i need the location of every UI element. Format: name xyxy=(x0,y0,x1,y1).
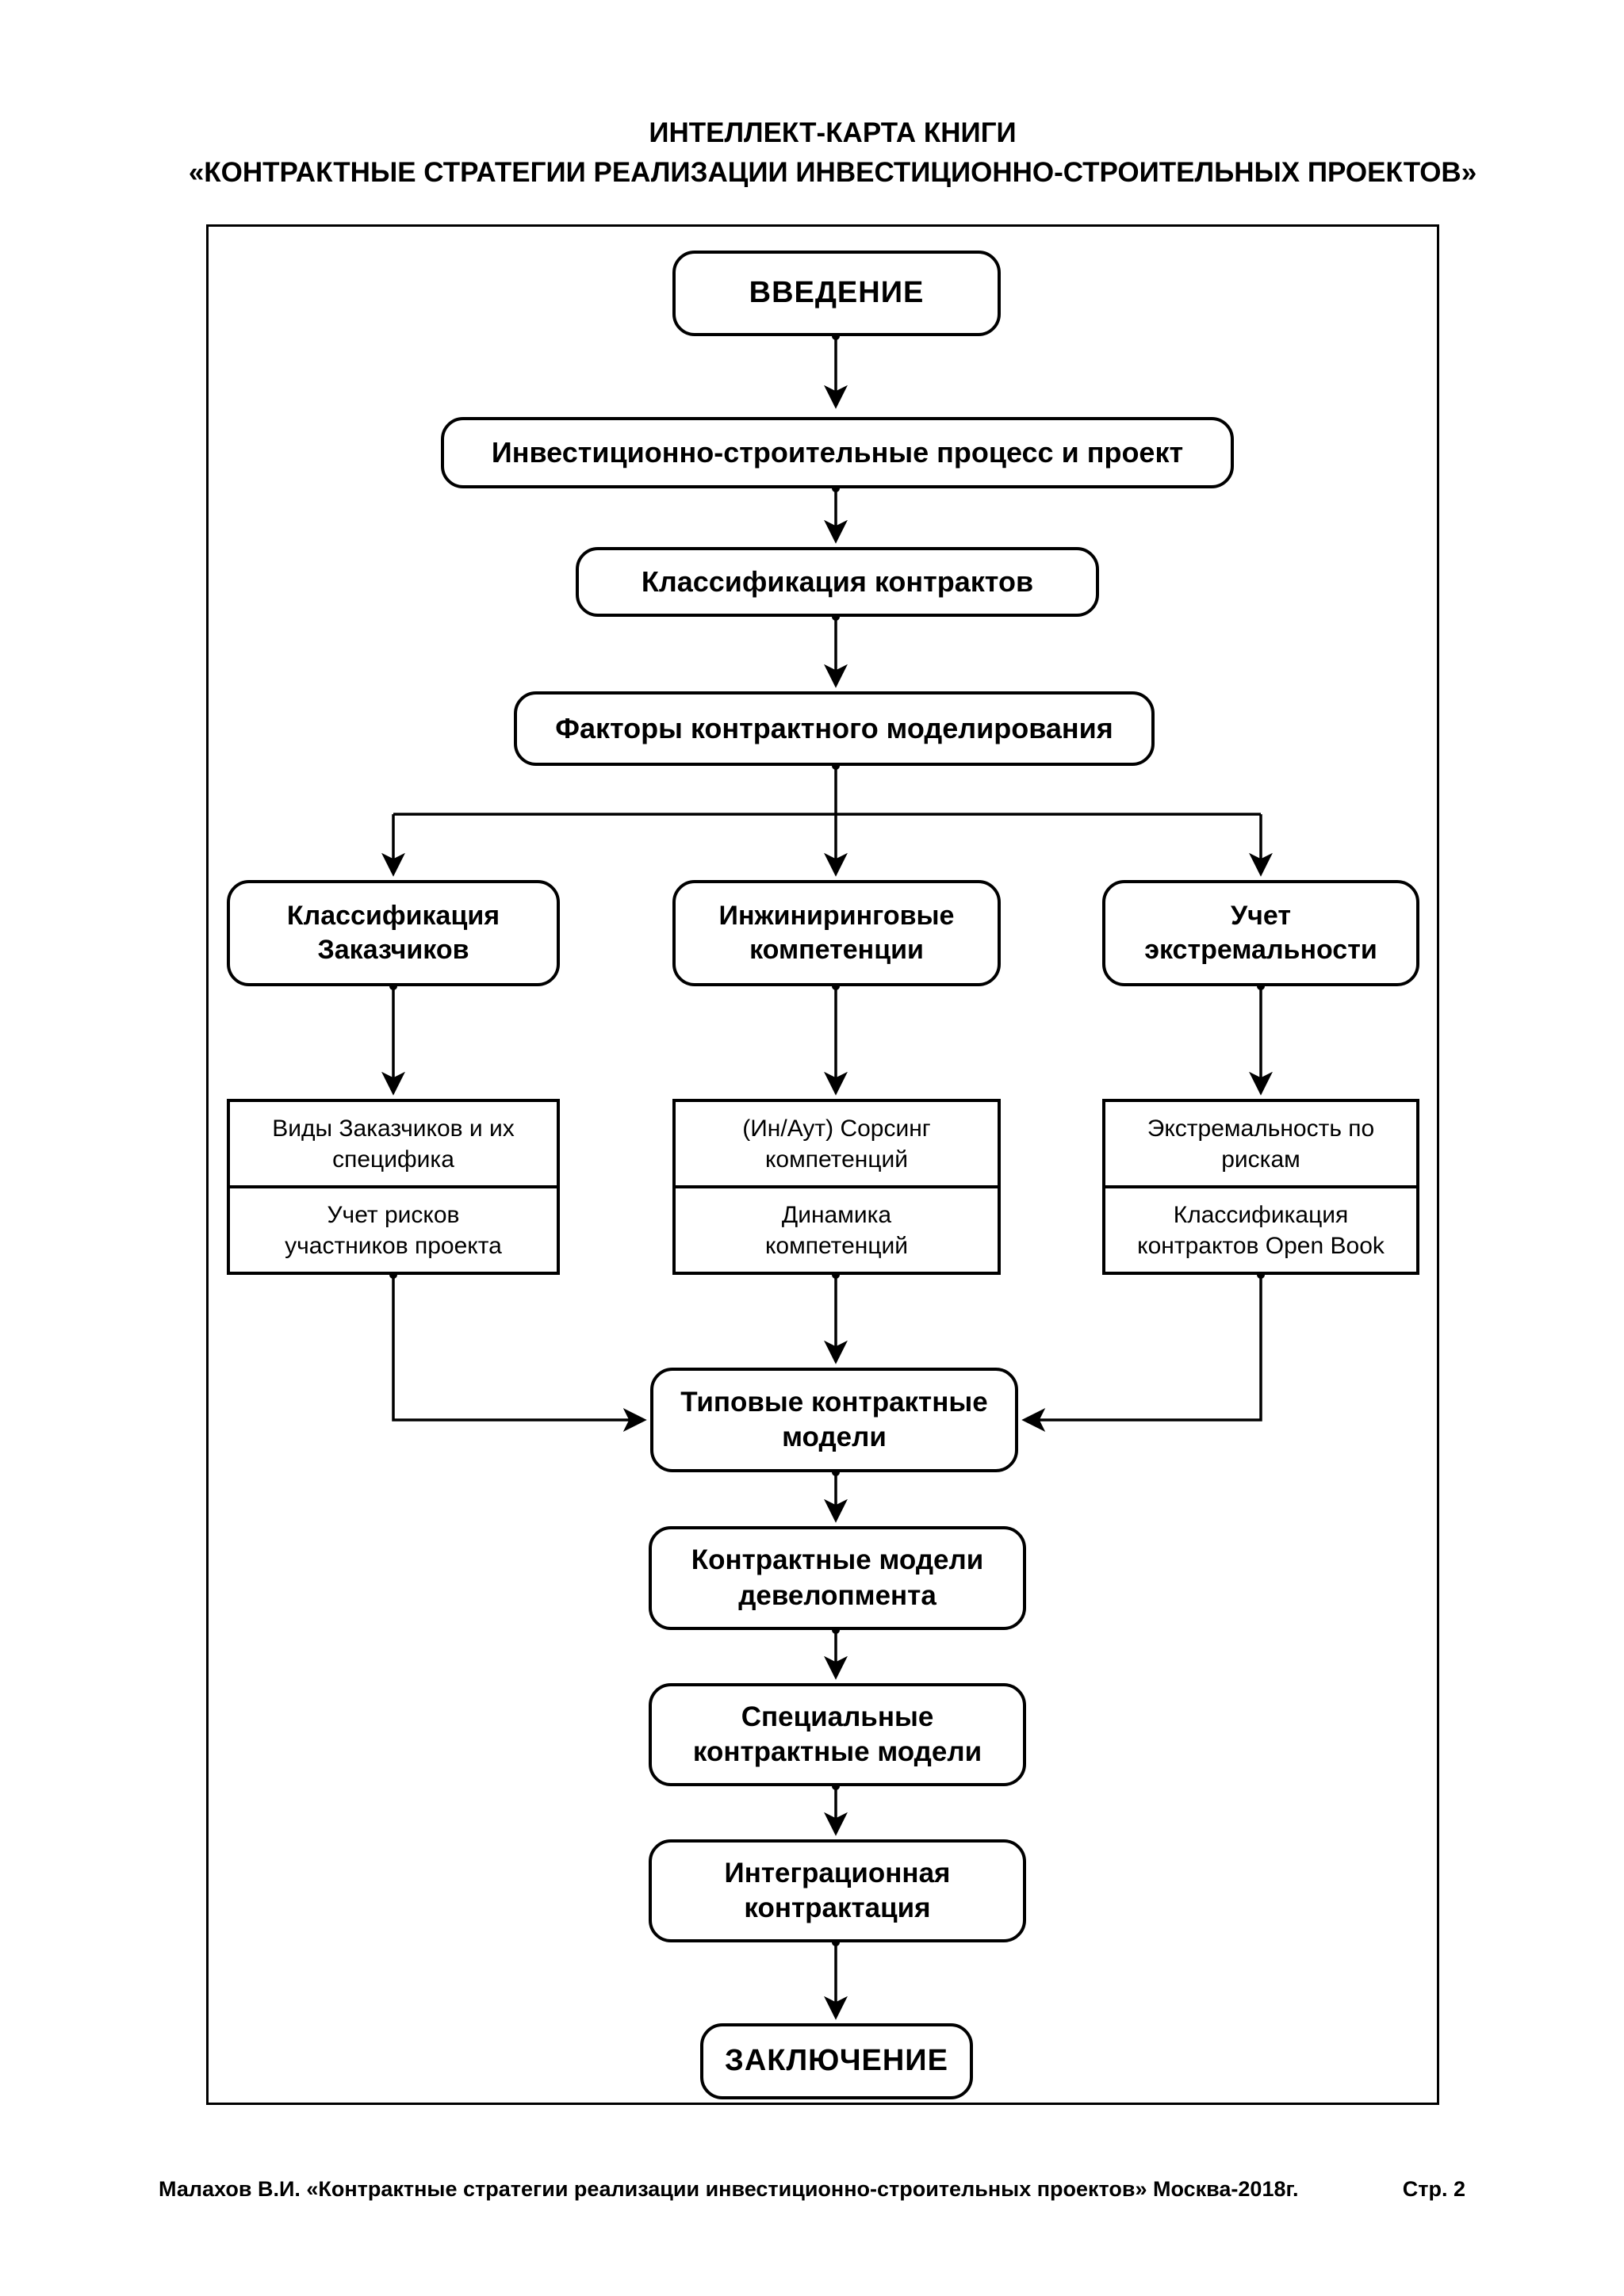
node-inzhiniringovye-kompetencii: Инжиниринговые компетенции xyxy=(672,880,1001,986)
node-uchet-ekstremalnosti: Учет экстремальности xyxy=(1102,880,1419,986)
node-klassifikacia-open-book: Классификация контрактов Open Book xyxy=(1105,1185,1416,1272)
page-title-line1: ИНТЕЛЛЕКТ-КАРТА КНИГИ xyxy=(649,117,1017,148)
node-vvedenie: ВВЕДЕНИЕ xyxy=(672,251,1001,336)
node-integracionnaya-kontraktacia: Интеграционная контрактация xyxy=(649,1839,1026,1942)
node-klassifikacia-kontraktov: Классификация контрактов xyxy=(576,547,1099,617)
connector-left-to-tipovye xyxy=(389,1271,647,1432)
node-invest-process: Инвестиционно-строительные процесс и про… xyxy=(441,417,1234,488)
node-dinamika-kompetencij: Динамика компетенций xyxy=(676,1185,998,1272)
node-sorsing-kompetencij: (Ин/Аут) Сорсинг компетенций xyxy=(742,1115,931,1173)
group-zakazchiki-details: Виды Заказчиков и их специфика Учет риск… xyxy=(227,1099,560,1275)
node-vidy-zakazchikov: Виды Заказчиков и их специфика xyxy=(272,1115,515,1173)
node-uchet-riskov: Учет рисков участников проекта xyxy=(230,1185,557,1272)
diagram-frame xyxy=(206,224,1439,2105)
footer-page-number: Стр. 2 xyxy=(1402,2177,1465,2201)
node-tipovye-modeli: Типовые контрактные модели xyxy=(650,1368,1018,1472)
node-ekstremalnost-po-riskam: Экстремальность по рискам xyxy=(1147,1115,1375,1173)
footer-reference: Малахов В.И. «Контрактные стратегии реал… xyxy=(159,2177,1299,2201)
group-ekstremalnost-details: Экстремальность по рискам Классификация … xyxy=(1102,1099,1419,1275)
node-klassifikacia-zakazchikov: Классификация Заказчиков xyxy=(227,880,560,986)
node-zakluchenie: ЗАКЛЮЧЕНИЕ xyxy=(700,2023,973,2099)
page-title-line2: «КОНТРАКТНЫЕ СТРАТЕГИИ РЕАЛИЗАЦИИ ИНВЕСТ… xyxy=(188,157,1477,188)
connector-right-to-tipovye xyxy=(1021,1271,1265,1432)
node-faktory-modelirovania: Факторы контрактного моделирования xyxy=(514,691,1155,766)
node-modeli-developmenta: Контрактные модели девелопмента xyxy=(649,1526,1026,1630)
node-specialnye-modeli: Специальные контрактные модели xyxy=(649,1683,1026,1786)
group-kompetencii-details: (Ин/Аут) Сорсинг компетенций Динамика ко… xyxy=(672,1099,1001,1275)
